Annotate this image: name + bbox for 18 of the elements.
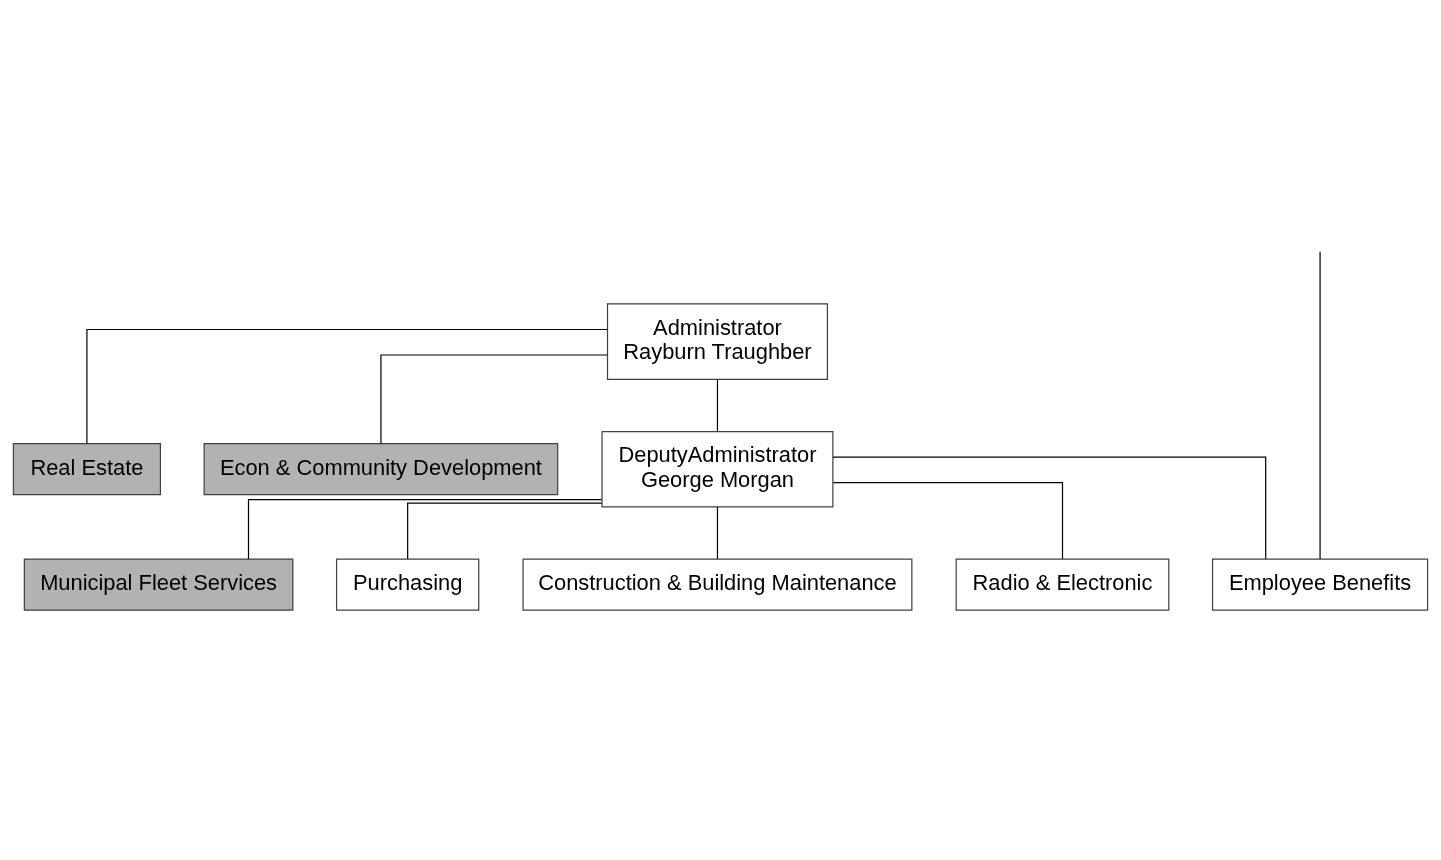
node-box: DeputyAdministrator George Morgan [601,430,834,507]
node-box: Employee Benefits [1211,558,1429,611]
node-box: Purchasing [335,558,480,611]
connector [832,455,1267,559]
connector [247,498,603,560]
node-box: Real Estate [12,442,162,495]
node-box: Radio & Electronic [955,558,1170,611]
connector [380,353,608,444]
connector [1319,250,1321,560]
node-box: Econ & Community Development [203,442,559,495]
node-box: Municipal Fleet Services [23,558,294,611]
connector [716,378,719,432]
connector [832,481,1064,559]
connector [407,502,603,559]
node-box: Construction & Building Maintenance [522,558,913,611]
node-box: Administrator Rayburn Traughber [606,302,828,380]
connector [86,328,608,444]
connector [716,505,719,559]
